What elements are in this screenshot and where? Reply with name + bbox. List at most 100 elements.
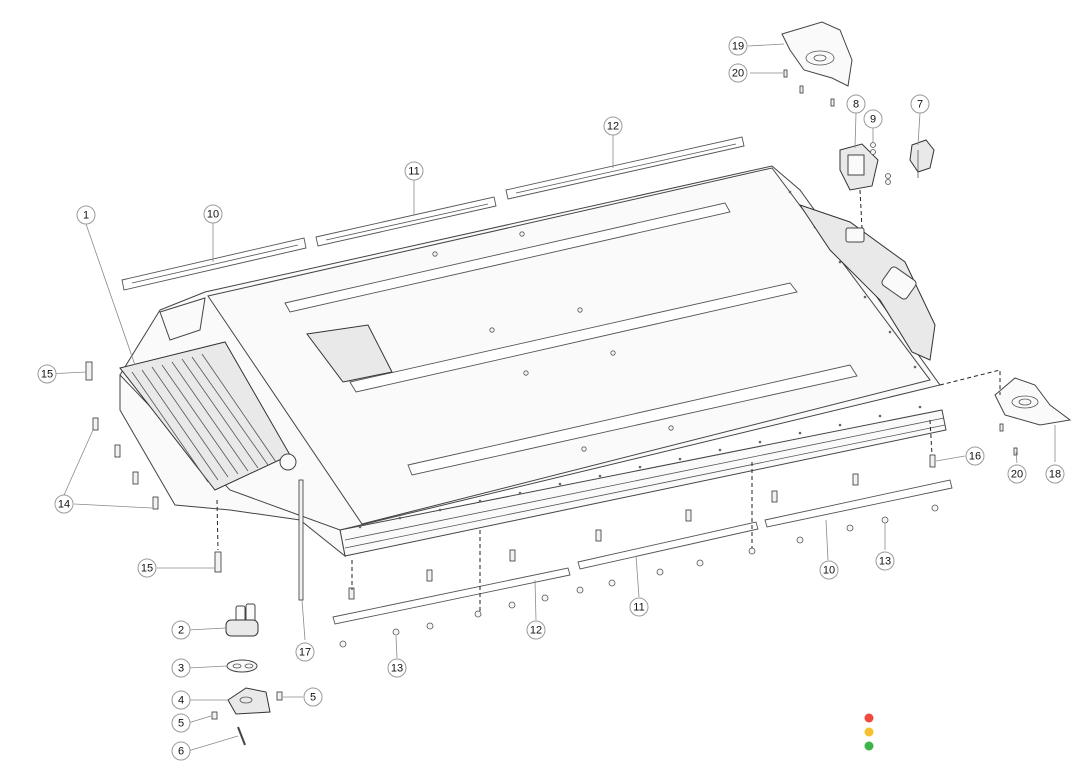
callout-circle — [171, 658, 191, 678]
callout-circle — [863, 109, 883, 129]
bolt-15-upper — [85, 361, 93, 381]
callout-label: 5 — [310, 692, 316, 704]
callout-label: 3 — [178, 663, 184, 675]
callout-circle — [54, 494, 74, 514]
grommet-3 — [226, 659, 258, 673]
bolt-15-lower — [214, 551, 222, 573]
bottom-strips — [332, 479, 953, 625]
assembly-guide-lines — [216, 189, 1001, 612]
housing-4 — [227, 687, 271, 715]
pack-connector — [881, 266, 917, 300]
loose-fasteners — [85, 69, 1018, 648]
callout-12: 12 — [526, 620, 546, 640]
callout-label: 7 — [917, 99, 923, 111]
callout-circle — [171, 690, 191, 710]
callout-label: 6 — [178, 746, 184, 758]
lid-fasteners — [432, 231, 674, 452]
callout-11: 11 — [404, 161, 424, 181]
callout-circle — [303, 687, 323, 707]
callout-15: 15 — [37, 364, 57, 384]
callout-circle — [1045, 464, 1065, 484]
callout-circle — [629, 597, 649, 617]
callout-circle — [76, 205, 96, 225]
callout-label: 16 — [969, 451, 981, 463]
callout-circle — [910, 94, 930, 114]
callout-circle — [404, 161, 424, 181]
callout-17: 17 — [295, 642, 315, 662]
callout-13: 13 — [875, 551, 895, 571]
callout-10: 10 — [819, 560, 839, 580]
pack-connector-socket — [845, 227, 865, 243]
callout-circle — [171, 741, 191, 761]
callout-20: 20 — [1007, 464, 1027, 484]
status-indicator-dots — [864, 713, 874, 751]
callout-label: 17 — [299, 647, 311, 659]
strip-12-top — [505, 136, 745, 200]
callout-3: 3 — [171, 658, 191, 678]
callout-circle — [819, 560, 839, 580]
strip-11-top — [315, 196, 497, 247]
pin-6 — [237, 726, 246, 746]
callout-circle — [728, 63, 748, 83]
callout-label: 11 — [408, 166, 419, 178]
callout-label: 12 — [607, 121, 619, 133]
green-dot — [864, 741, 874, 751]
callout-label: 18 — [1049, 469, 1061, 481]
callout-label: 10 — [207, 209, 219, 221]
callout-label: 19 — [732, 41, 744, 53]
callout-label: 5 — [178, 718, 184, 730]
callout-label: 20 — [1011, 469, 1023, 481]
callout-circle — [387, 658, 407, 678]
callout-18: 18 — [1045, 464, 1065, 484]
yellow-dot — [864, 727, 874, 737]
pack-electronics-housing — [798, 204, 936, 361]
callout-circle — [137, 558, 157, 578]
red-dot — [864, 713, 874, 723]
callout-6: 6 — [171, 741, 191, 761]
connector-2 — [225, 603, 259, 637]
callout-circle — [728, 36, 748, 56]
pack-corner-bracket — [159, 297, 206, 341]
relay-bracket-8 — [839, 143, 879, 191]
callout-circle — [171, 713, 191, 733]
module-terminal — [279, 453, 297, 471]
callout-label: 2 — [178, 625, 184, 637]
callout-circle — [171, 620, 191, 640]
callout-20: 20 — [728, 63, 748, 83]
callout-5: 5 — [303, 687, 323, 707]
washers-9 — [870, 142, 891, 185]
lid-band-1 — [284, 202, 731, 313]
callout-label: 20 — [732, 68, 744, 80]
callout-label: 4 — [178, 695, 184, 707]
callout-label: 11 — [633, 602, 644, 614]
callout-9: 9 — [863, 109, 883, 129]
callout-circle — [37, 364, 57, 384]
callout-10: 10 — [203, 204, 223, 224]
callout-circle — [203, 204, 223, 224]
callout-label: 13 — [879, 556, 891, 568]
lid-band-2 — [349, 282, 798, 393]
callout-8: 8 — [846, 94, 866, 114]
callout-circle — [1007, 464, 1027, 484]
callout-15: 15 — [137, 558, 157, 578]
callout-4: 4 — [171, 690, 191, 710]
top-strips — [121, 136, 745, 291]
pack-lid — [207, 167, 931, 525]
strip-12-bottom — [332, 567, 571, 625]
callout-circle — [875, 551, 895, 571]
callout-1: 1 — [76, 205, 96, 225]
callout-circle — [526, 620, 546, 640]
callout-circle — [965, 446, 985, 466]
strip-11-bottom — [577, 521, 759, 570]
callout-label: 15 — [141, 563, 153, 575]
lid-band-3 — [407, 364, 858, 476]
callout-label: 15 — [41, 369, 53, 381]
callout-circle — [846, 94, 866, 114]
callout-label: 1 — [83, 210, 89, 222]
callout-16: 16 — [965, 446, 985, 466]
battery-pack — [119, 165, 947, 558]
callout-11: 11 — [629, 597, 649, 617]
callout-13: 13 — [387, 658, 407, 678]
